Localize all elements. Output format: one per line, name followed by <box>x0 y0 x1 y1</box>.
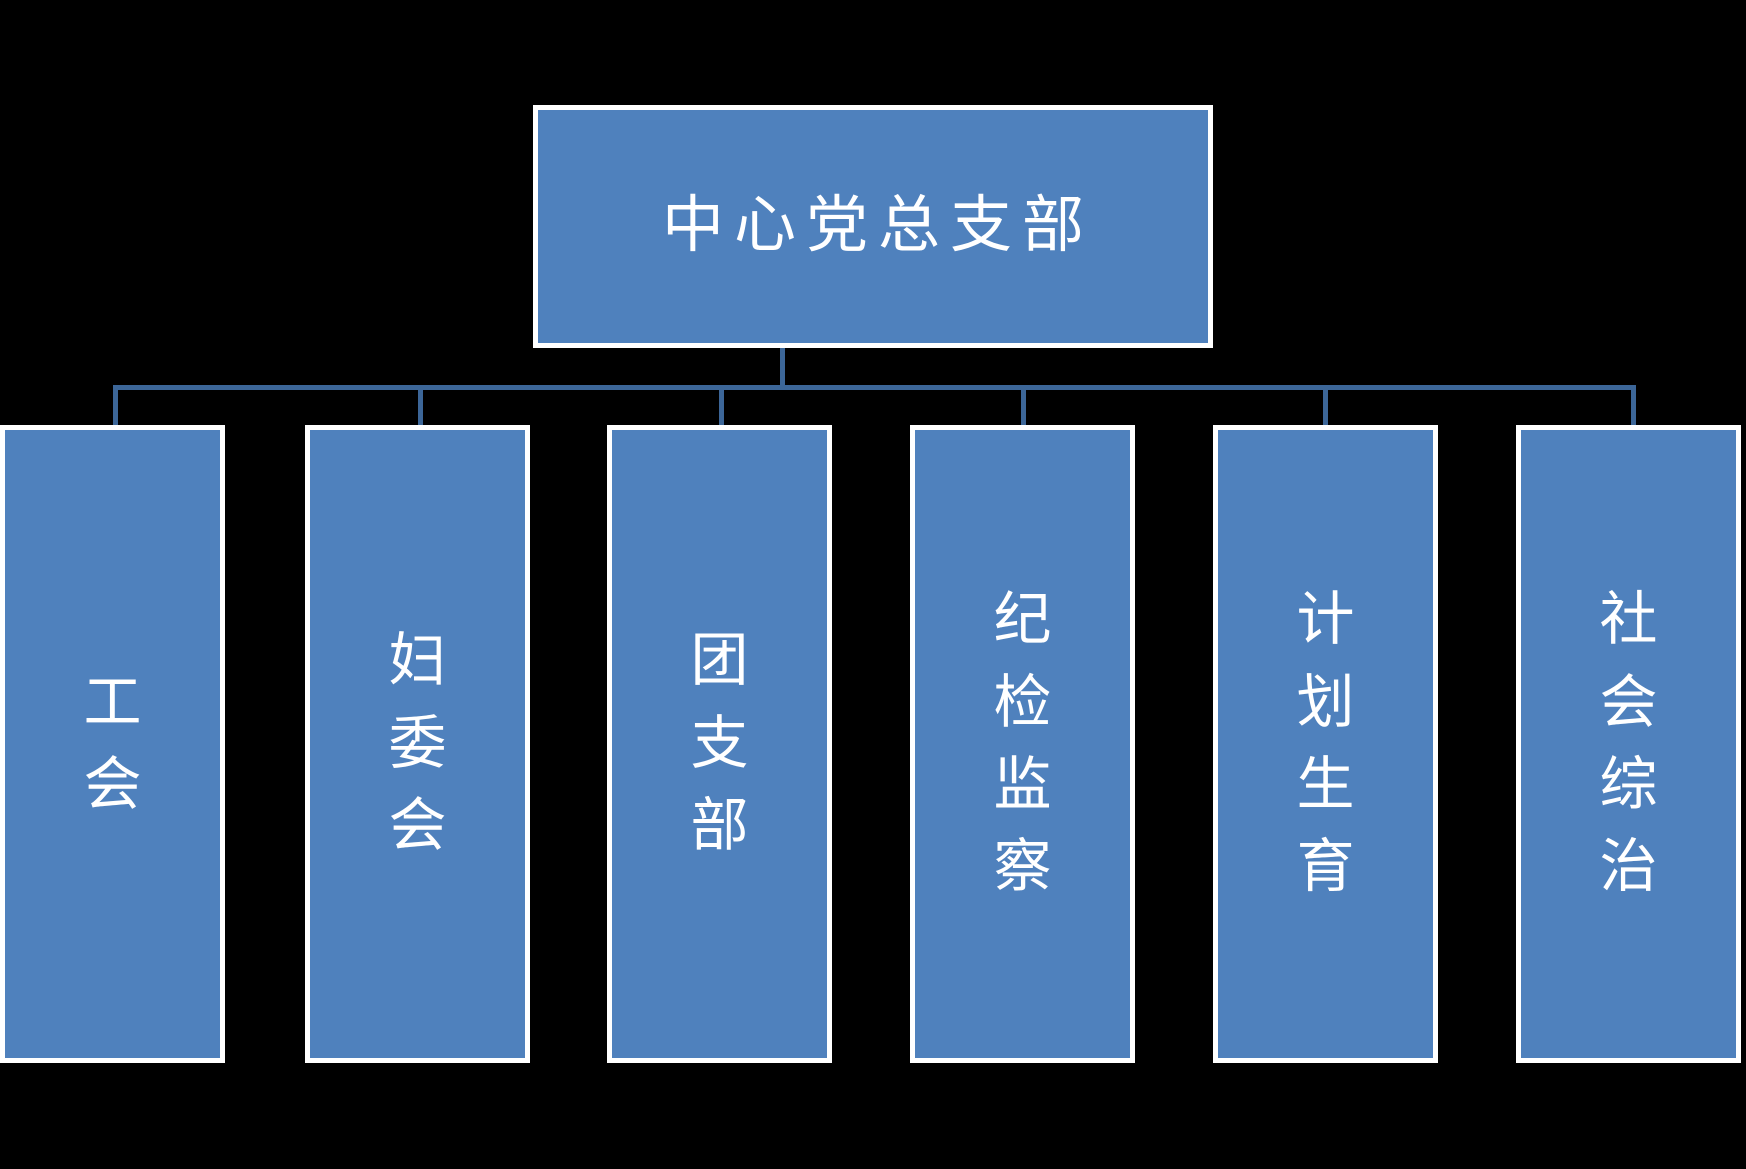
org-node-child-label: 工会 <box>83 669 142 817</box>
org-node-child-fuweihui[interactable]: 妇委会 <box>305 425 530 1063</box>
org-node-child-label: 团支部 <box>690 628 749 859</box>
connector-drop-child-3 <box>719 385 724 427</box>
org-node-child-jihuashengyu[interactable]: 计划生育 <box>1213 425 1438 1063</box>
connector-drop-child-2 <box>418 385 423 427</box>
org-node-child-label: 社会综治 <box>1599 587 1658 900</box>
org-node-child-gonghui[interactable]: 工会 <box>0 425 225 1063</box>
org-node-child-shehuizongzhi[interactable]: 社会综治 <box>1516 425 1741 1063</box>
org-node-child-label: 纪检监察 <box>993 587 1052 900</box>
connector-drop-child-6 <box>1631 385 1636 427</box>
connector-root-stem <box>780 348 785 389</box>
org-node-child-jijianjiancha[interactable]: 纪检监察 <box>910 425 1135 1063</box>
org-node-root-label: 中心党总支部 <box>661 192 1094 261</box>
connector-drop-child-1 <box>113 385 118 427</box>
org-node-root[interactable]: 中心党总支部 <box>533 105 1213 348</box>
org-node-child-tuanzhibu[interactable]: 团支部 <box>607 425 832 1063</box>
connector-drop-child-4 <box>1021 385 1026 427</box>
connector-horizontal-bus <box>113 385 1636 390</box>
connector-drop-child-5 <box>1323 385 1328 427</box>
org-node-child-label: 妇委会 <box>388 628 447 859</box>
org-node-child-label: 计划生育 <box>1296 587 1355 900</box>
